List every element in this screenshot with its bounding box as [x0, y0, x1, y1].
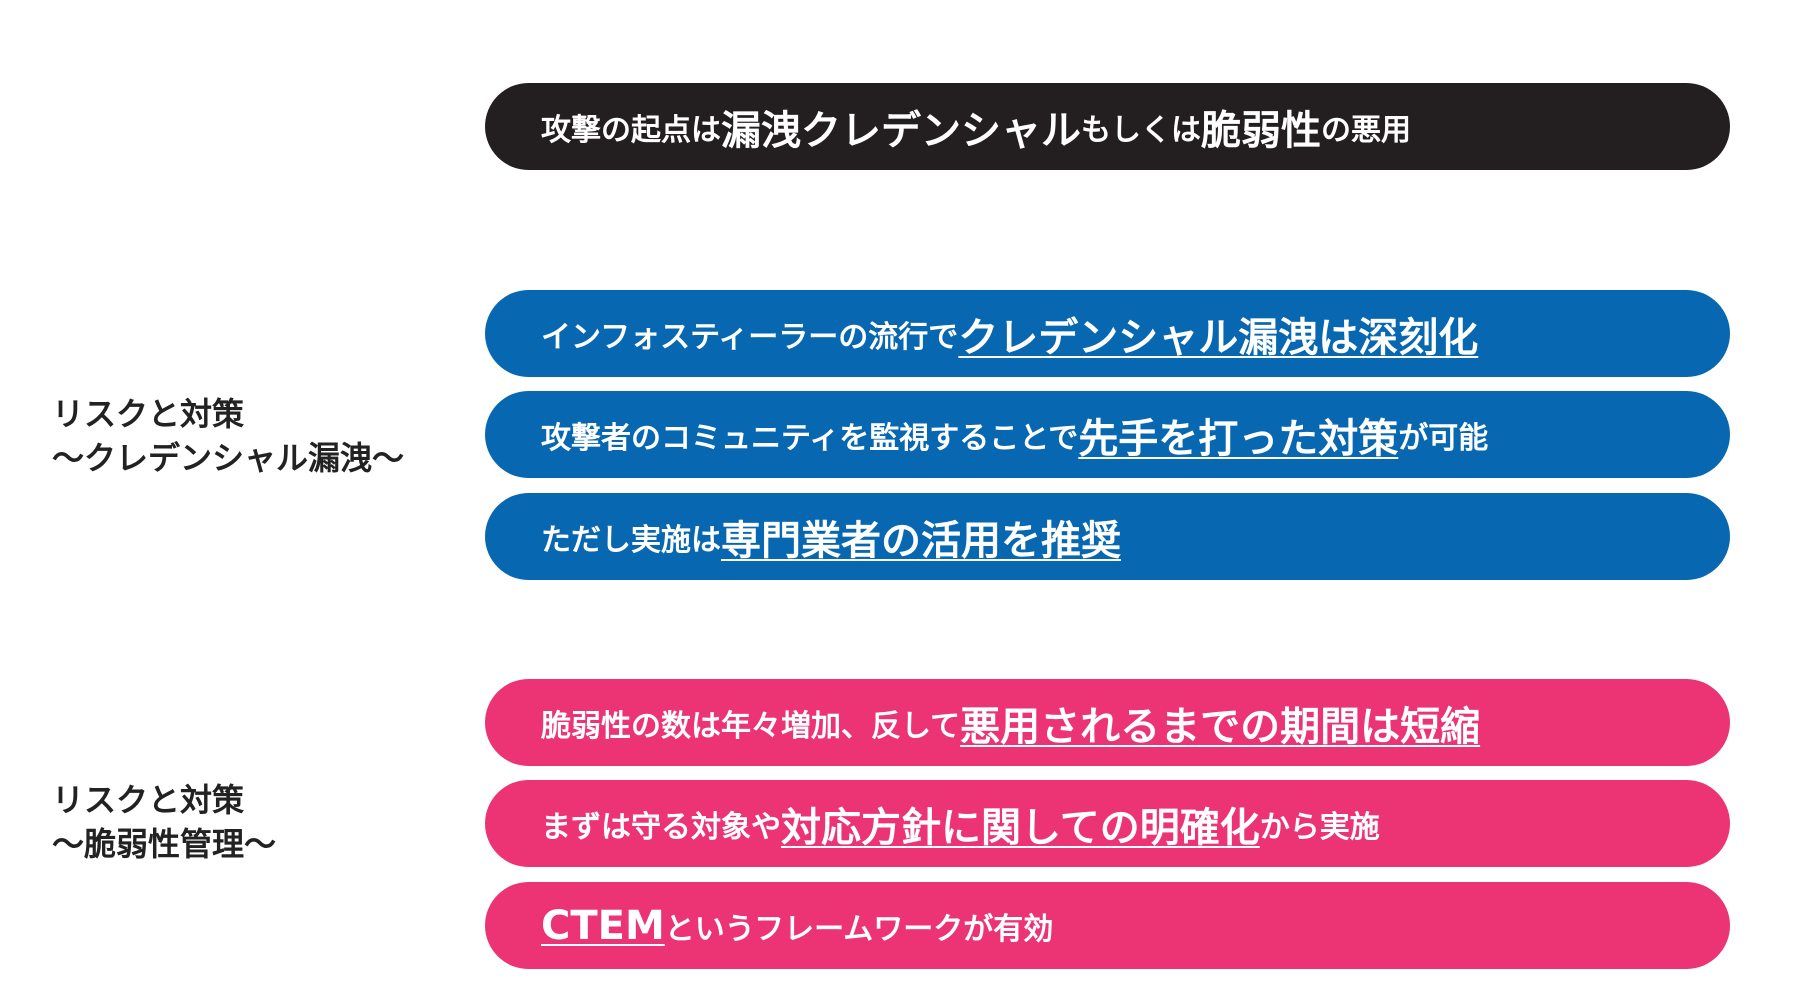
vulnerability-point-2: まずは守る対象や対応方針に関しての明確化から実施: [485, 780, 1730, 867]
section-label-line2: 〜脆弱性管理〜: [52, 825, 277, 864]
point-text: ただし実施は: [541, 522, 721, 558]
section-label-line1: リスクと対策: [52, 395, 245, 433]
point-emphasis: CTEM: [541, 902, 665, 949]
header-pill: 攻撃の起点は漏洩クレデンシャルもしくは脆弱性の悪用: [485, 83, 1730, 170]
section-label-vulnerability: リスクと対策 〜脆弱性管理〜: [52, 778, 276, 866]
point-text: インフォスティーラーの流行で: [541, 319, 959, 355]
point-emphasis: 悪用されるまでの期間は短縮: [960, 703, 1481, 750]
section-label-credential-leak: リスクと対策 〜クレデンシャル漏洩〜: [52, 392, 404, 480]
vulnerability-point-1: 脆弱性の数は年々増加、反して悪用されるまでの期間は短縮: [485, 679, 1730, 766]
credential-point-2: 攻撃者のコミュニティを監視することで先手を打った対策が可能: [485, 391, 1730, 478]
header-emphasis: 脆弱性: [1201, 107, 1321, 154]
header-text: 攻撃の起点は: [541, 112, 721, 148]
point-emphasis: 専門業者の活用を推奨: [721, 517, 1121, 564]
point-text: というフレームワークが有効: [664, 911, 1054, 947]
point-emphasis: クレデンシャル漏洩は深刻化: [958, 314, 1479, 361]
point-text: 脆弱性の数は年々増加、反して: [541, 708, 961, 744]
point-text: から実施: [1259, 809, 1380, 845]
point-text: まずは守る対象や: [541, 809, 781, 845]
point-emphasis: 対応方針に関しての明確化: [781, 804, 1260, 851]
section-label-line2: 〜クレデンシャル漏洩〜: [52, 439, 405, 478]
credential-point-3: ただし実施は専門業者の活用を推奨: [485, 493, 1730, 580]
header-text: の悪用: [1321, 112, 1411, 148]
credential-point-1: インフォスティーラーの流行でクレデンシャル漏洩は深刻化: [485, 290, 1730, 377]
header-emphasis: 漏洩クレデンシャル: [721, 107, 1081, 154]
point-emphasis: 先手を打った対策: [1078, 415, 1399, 462]
point-text: 攻撃者のコミュニティを監視することで: [541, 420, 1079, 456]
header-text: もしくは: [1081, 112, 1201, 148]
point-text: が可能: [1398, 420, 1489, 456]
section-label-line1: リスクと対策: [52, 781, 245, 819]
